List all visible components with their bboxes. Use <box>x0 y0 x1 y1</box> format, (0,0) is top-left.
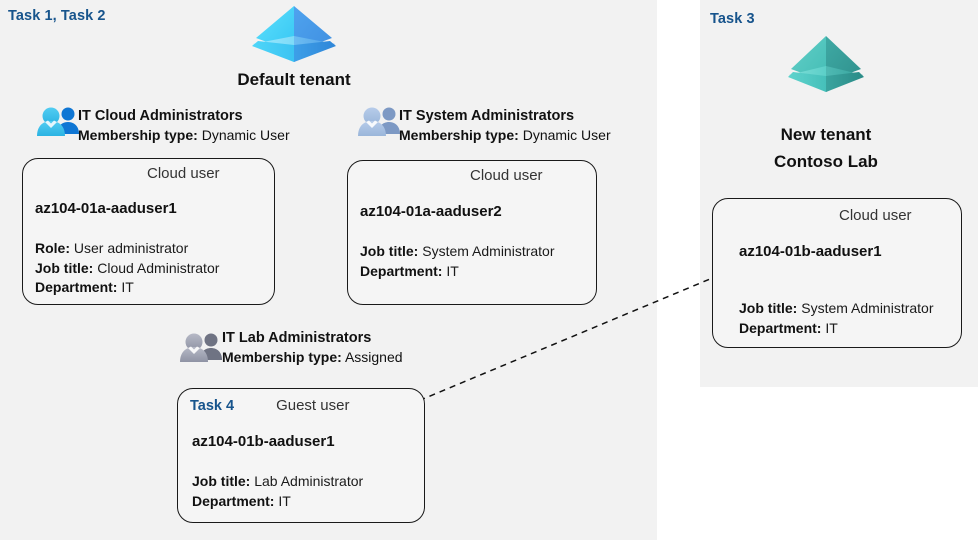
task-label-left: Task 1, Task 2 <box>8 8 106 24</box>
attr-label: Job title: <box>192 473 251 489</box>
attr-value: System Administrator <box>801 300 934 316</box>
membership-label: Membership type: <box>78 127 198 143</box>
attr-label: Job title: <box>739 300 798 316</box>
group-name: IT Lab Administrators <box>222 330 372 346</box>
user-kind-label: Cloud user <box>839 207 912 224</box>
attr-value: IT <box>446 262 459 279</box>
group-header-it-cloud-administrators: IT Cloud Administrators Membership type:… <box>78 107 290 145</box>
user-attributes: Job title: Lab Administrator Department:… <box>192 472 363 511</box>
username: az104-01b-aaduser1 <box>739 243 882 260</box>
task-label-right: Task 3 <box>710 11 755 27</box>
group-name: IT System Administrators <box>399 108 575 124</box>
user-attributes: Job title: System Administrator Departme… <box>360 242 555 281</box>
default-tenant-label: Default tenant <box>237 70 351 89</box>
attr-label: Department: <box>360 262 443 279</box>
attr-job-title: Job title: System Administrator <box>360 242 555 262</box>
attr-value: IT <box>278 492 291 509</box>
attr-value: IT <box>121 279 134 295</box>
attr-label: Job title: <box>35 259 94 276</box>
membership-value: Assigned <box>344 349 403 365</box>
attr-job-title: Job title: Lab Administrator <box>192 472 363 492</box>
attr-label: Role: <box>35 240 70 256</box>
attr-value: System Administrator <box>422 243 555 259</box>
new-tenant-label-line2: Contoso Lab <box>774 152 878 171</box>
new-tenant-label-line1: New tenant <box>780 125 872 144</box>
attr-label: Department: <box>35 279 118 295</box>
user-kind-label: Cloud user <box>147 165 220 182</box>
user-kind-label: Guest user <box>276 397 350 414</box>
attr-value: Lab Administrator <box>254 473 364 489</box>
username: az104-01a-aaduser1 <box>35 200 177 217</box>
attr-department: Department: IT <box>360 262 555 282</box>
attr-label: Job title: <box>360 243 419 259</box>
attr-department: Department: IT <box>35 278 219 298</box>
group-header-it-lab-administrators: IT Lab Administrators Membership type: A… <box>222 329 403 367</box>
attr-job-title: Job title: Cloud Administrator <box>35 259 219 279</box>
attr-department: Department: IT <box>192 492 363 512</box>
attr-label: Department: <box>739 319 822 336</box>
user-attributes: Job title: System Administrator Departme… <box>739 299 934 338</box>
attr-label: Department: <box>192 492 275 509</box>
user-card-az104-01a-aaduser2[interactable]: Cloud user az104-01a-aaduser2 Job title:… <box>347 160 597 305</box>
membership-label: Membership type: <box>399 127 519 143</box>
attr-value: User administrator <box>73 240 189 256</box>
task-label-card: Task 4 <box>190 397 235 414</box>
membership-label: Membership type: <box>222 349 342 365</box>
group-membership: Membership type: Dynamic User <box>78 126 290 145</box>
group-name: IT Cloud Administrators <box>78 108 243 124</box>
user-card-az104-01b-aaduser1-guest[interactable]: Task 4 Guest user az104-01b-aaduser1 Job… <box>177 388 425 523</box>
attr-department: Department: IT <box>739 319 934 339</box>
attr-role: Role: User administrator <box>35 239 219 259</box>
group-header-it-system-administrators: IT System Administrators Membership type… <box>399 107 611 145</box>
username: az104-01a-aaduser2 <box>360 203 502 220</box>
membership-value: Dynamic User <box>522 127 611 143</box>
attr-job-title: Job title: System Administrator <box>739 299 934 319</box>
group-membership: Membership type: Assigned <box>222 348 403 367</box>
username: az104-01b-aaduser1 <box>192 433 335 450</box>
attr-value: Cloud Administrator <box>97 259 220 276</box>
user-attributes: Role: User administrator Job title: Clou… <box>35 239 219 298</box>
group-membership: Membership type: Dynamic User <box>399 126 611 145</box>
membership-value: Dynamic User <box>201 127 290 143</box>
user-kind-label: Cloud user <box>470 167 543 184</box>
attr-value: IT <box>825 319 838 336</box>
user-card-az104-01b-aaduser1-cloud[interactable]: Cloud user az104-01b-aaduser1 Job title:… <box>712 198 962 348</box>
user-card-az104-01a-aaduser1[interactable]: Cloud user az104-01a-aaduser1 Role: User… <box>22 158 275 305</box>
